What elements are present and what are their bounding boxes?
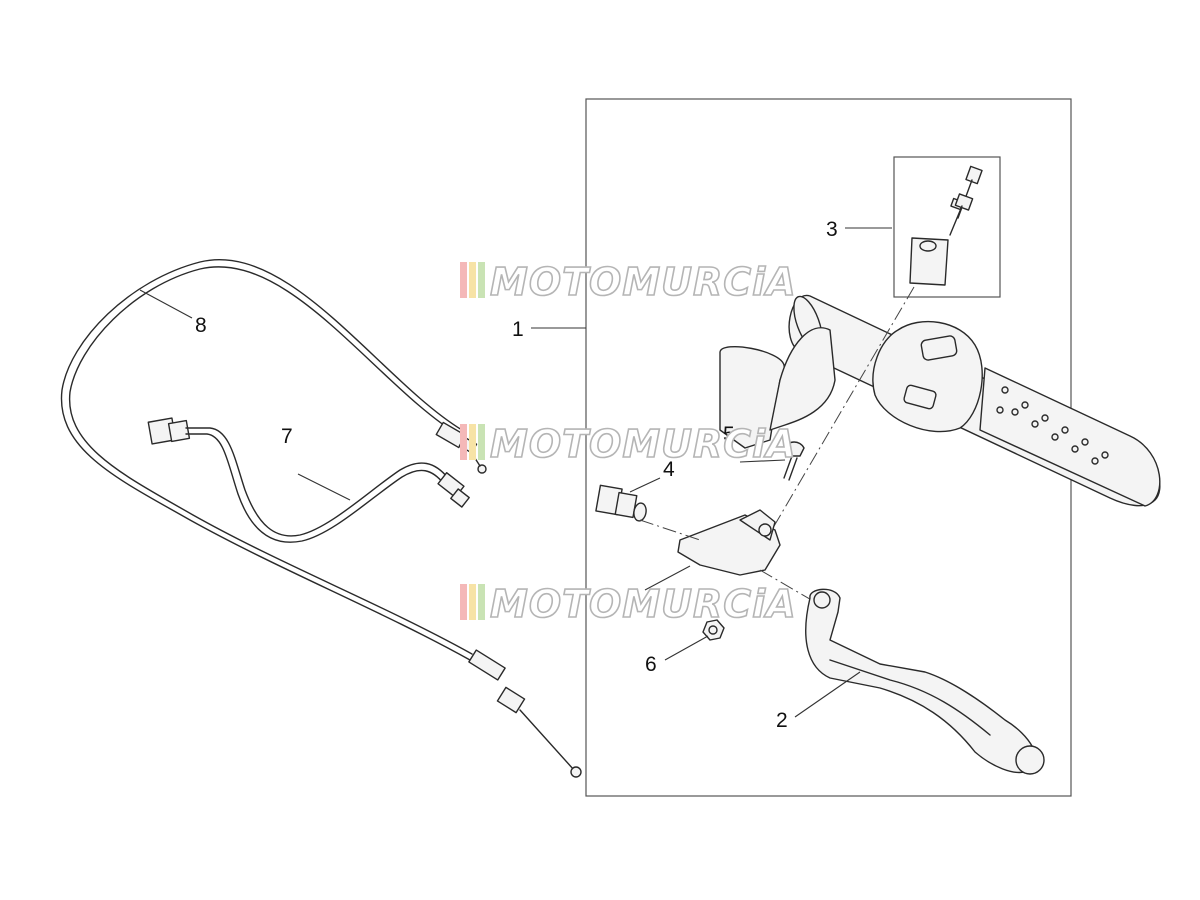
callout-5: 5 [723,423,735,446]
clutch-cable-part [60,259,582,778]
leader-line-8 [139,289,193,319]
callout-8: 8 [195,314,207,337]
nut-part [702,619,725,641]
watermark-stripe-1 [460,424,467,460]
watermark-text: MOTOMURCiA [490,422,797,466]
watermark-middle: MOTOMURCiA [460,421,797,467]
leader-line-2 [794,671,861,718]
callout-7: 7 [281,425,293,448]
callout-2: 2 [776,709,788,732]
leader-line-4 [629,477,661,493]
watermark-stripe-1 [460,584,467,620]
watermark-top: MOTOMURCiA [460,259,797,305]
watermark-stripe-3 [478,584,485,620]
lever-bracket-part [639,509,821,606]
switch-screws-clamp-part [762,165,983,546]
clutch-switch-wire-part [147,417,470,543]
grip-texture [996,386,1109,465]
watermark-bottom: MOTOMURCiA [460,581,797,627]
leader-line-5 [739,459,786,463]
callout-6: 6 [645,653,657,676]
clutch-lever-part [805,588,1045,775]
screw-part [783,441,805,481]
adjuster-part [595,484,647,522]
callout-1: 1 [512,318,524,341]
subassembly-frame-3 [893,156,1001,298]
watermark-stripe-2 [469,262,476,298]
watermark-stripe-3 [478,262,485,298]
leader-line-6 [664,635,709,661]
watermark-stripe-3 [478,424,485,460]
watermark-stripe-1 [460,262,467,298]
watermark-text: MOTOMURCiA [490,260,797,304]
watermark-text: MOTOMURCiA [490,582,797,626]
handlebar-control-part [719,295,1161,507]
leader-line-bracket [644,565,691,591]
callout-3: 3 [826,218,838,241]
callout-4: 4 [663,458,675,481]
watermark-stripe-2 [469,424,476,460]
watermark-stripe-2 [469,584,476,620]
leader-line-7 [297,473,351,501]
